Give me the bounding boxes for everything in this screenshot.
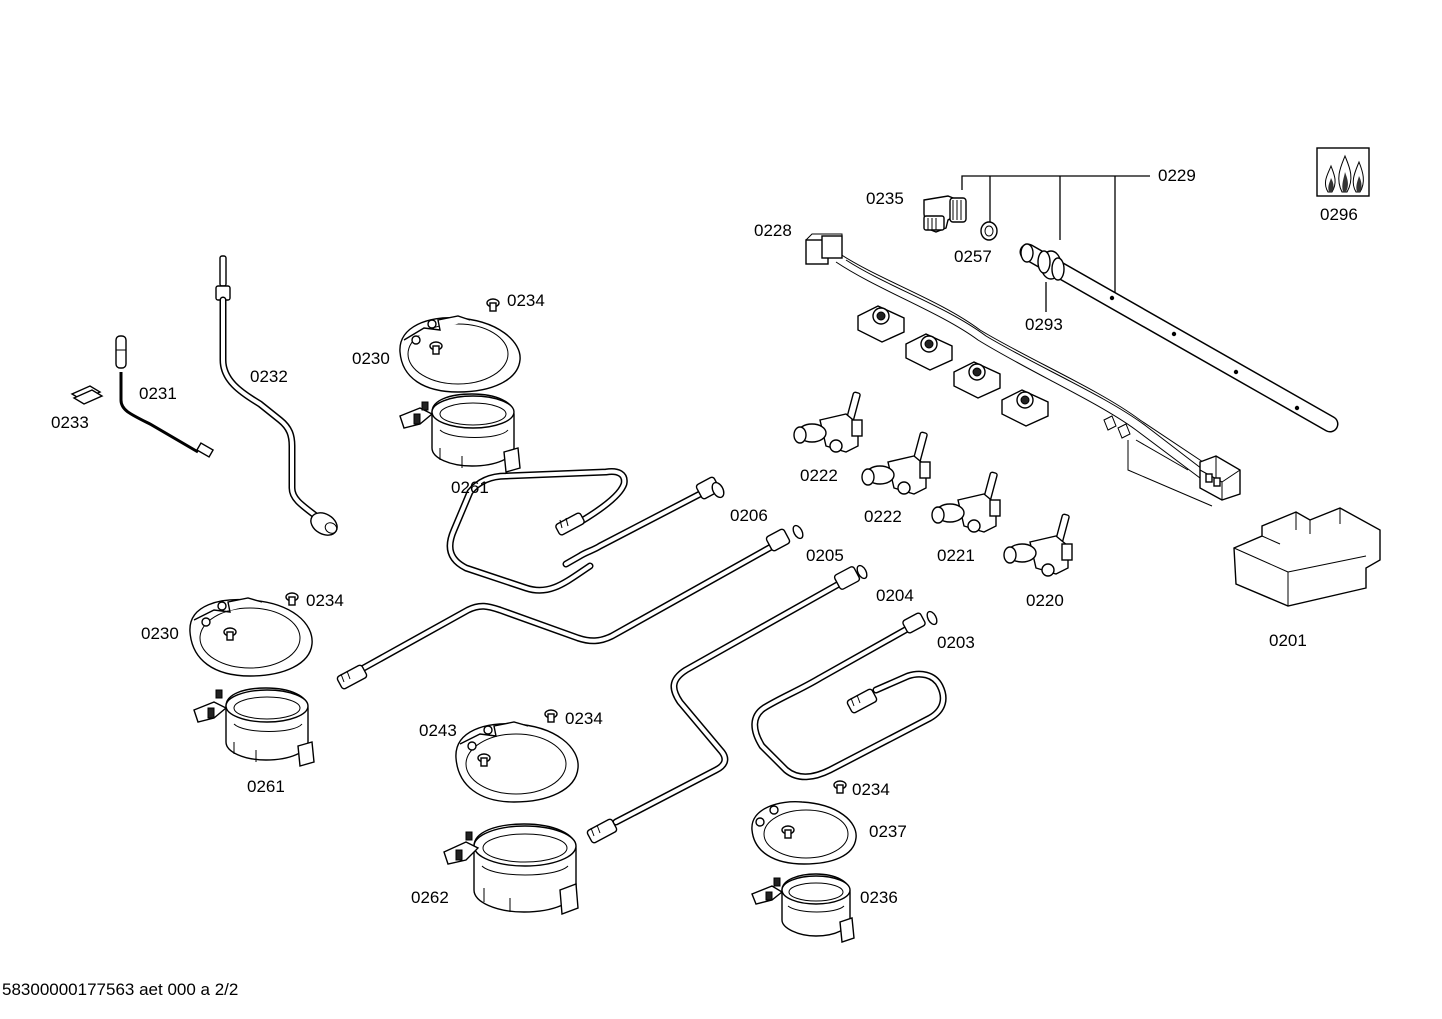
screw-0234-small-inner [781,825,795,839]
gas-pipe-0204 [586,564,868,844]
mounting-bracket [1233,507,1381,607]
label-0228: 0228 [754,221,792,240]
burner-cup-small [751,873,855,943]
gas-tap-0220 [1003,513,1073,577]
label-0243: 0243 [419,721,457,740]
burner-cup-top [399,393,521,473]
label-0230-left: 0230 [141,624,179,643]
burner-gasket-left [189,597,313,677]
label-0234-left: 0234 [306,591,344,610]
label-0201: 0201 [1269,631,1307,650]
gas-tap-0222-lower [861,431,931,495]
label-0231: 0231 [139,384,177,403]
label-0234-top: 0234 [507,291,545,310]
label-0237: 0237 [869,822,907,841]
label-0203: 0203 [937,633,975,652]
gas-pipe-0206 [446,468,725,594]
screw-0234-top [486,298,500,312]
label-0262: 0262 [411,888,449,907]
ignition-switch-3 [953,361,1001,399]
retaining-clip [70,385,104,405]
label-0257: 0257 [954,247,992,266]
screw-0234-top-inner [429,341,443,355]
thermocouple-short [115,335,215,458]
screw-0234-left-inner [223,627,237,641]
ignition-switch-4 [1001,389,1049,427]
gas-pipe-0203 [751,610,947,781]
label-0221: 0221 [937,546,975,565]
burner-gasket-small [751,801,857,865]
label-0293: 0293 [1025,315,1063,334]
gas-pipe-0205 [336,524,804,690]
label-0236: 0236 [860,888,898,907]
screw-0234-small [833,780,847,794]
label-0233: 0233 [51,413,89,432]
gas-tap-0222-upper [793,391,863,453]
gas-manifold-rail [1019,243,1339,433]
label-0206: 0206 [730,506,768,525]
screw-0234-middle-inner [477,753,491,767]
ignition-switch-2 [905,333,953,371]
label-0204: 0204 [876,586,914,605]
document-id-footer: 58300000177563 aet 000 a 2/2 [2,980,239,999]
label-0261-left: 0261 [247,777,285,796]
screw-0234-left [285,592,299,606]
label-0261-top: 0261 [451,478,489,497]
thermocouple-long [215,255,338,536]
leader-lines-0229 [961,175,1150,296]
ignition-switch-1 [857,305,905,343]
label-0234-small: 0234 [852,780,890,799]
label-0220: 0220 [1026,591,1064,610]
gas-tap-0221 [931,471,1001,533]
label-0235: 0235 [866,189,904,208]
label-0205: 0205 [806,546,844,565]
label-0296: 0296 [1320,205,1358,224]
label-0222-upper: 0222 [800,466,838,485]
elbow-fitting [923,195,967,233]
label-0232: 0232 [250,367,288,386]
label-0230-top: 0230 [352,349,390,368]
part-labels: 0229 0296 0235 0228 0257 0293 0234 0230 … [51,166,1358,907]
gas-flame-icon [1316,147,1370,197]
burner-cup-left [193,687,315,767]
label-0229: 0229 [1158,166,1196,185]
ignition-switch-blocks [857,305,1049,427]
sealing-washer [980,221,998,241]
burner-gasket-middle [455,721,579,803]
screw-0234-middle [544,709,558,723]
label-0222-lower: 0222 [864,507,902,526]
burner-gasket-top [399,315,521,393]
ignition-wiring-harness [805,233,1241,507]
burner-cup-large [443,823,579,915]
label-0234-middle: 0234 [565,709,603,728]
